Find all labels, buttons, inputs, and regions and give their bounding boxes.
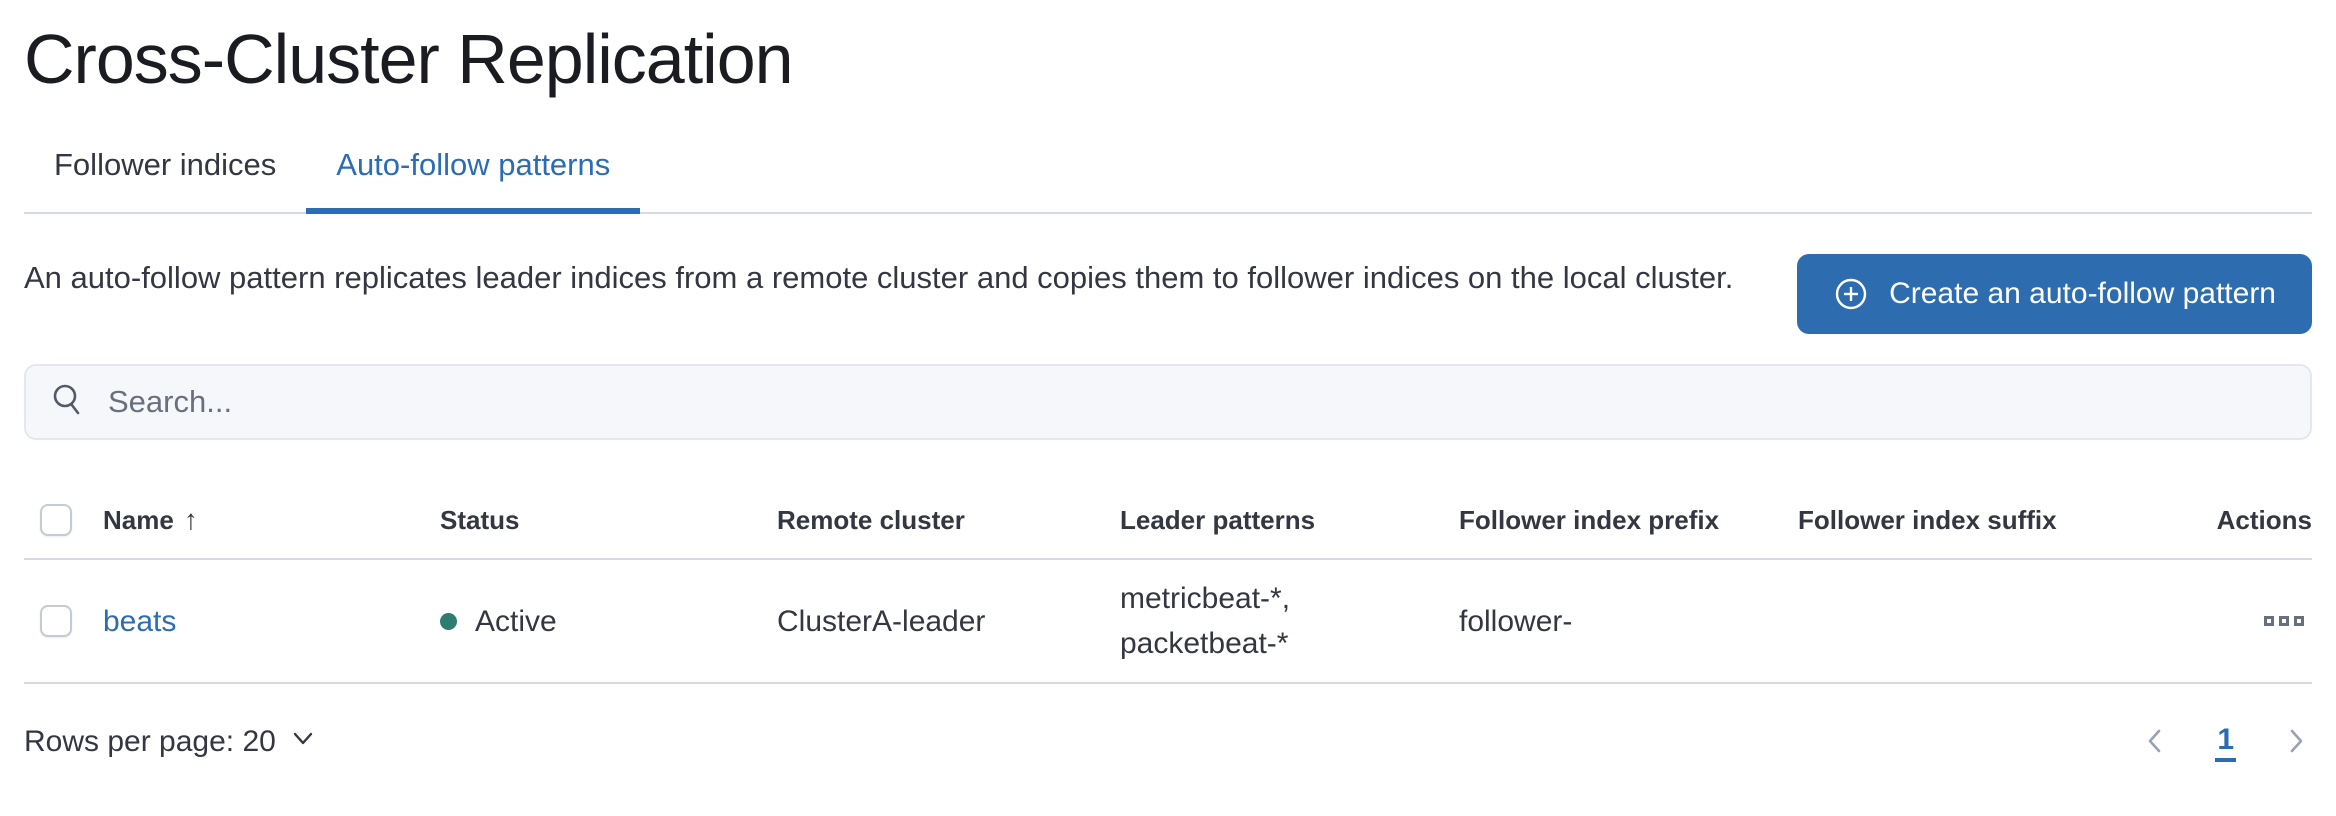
tab-auto-follow-patterns[interactable]: Auto-follow patterns bbox=[306, 146, 641, 214]
status-active-dot-icon bbox=[440, 612, 457, 630]
cell-actions bbox=[2256, 608, 2312, 634]
row-checkbox-cell bbox=[24, 605, 103, 637]
pattern-name-link[interactable]: beats bbox=[103, 604, 177, 638]
rows-per-page-selector[interactable]: Rows per page: 20 bbox=[24, 725, 316, 759]
auto-follow-description: An auto-follow pattern replicates leader… bbox=[24, 260, 1734, 295]
search-input[interactable] bbox=[108, 384, 2286, 420]
cross-cluster-replication-page: Cross-Cluster Replication Follower indic… bbox=[0, 16, 2336, 762]
column-header-status: Status bbox=[440, 504, 520, 535]
row-actions-button[interactable] bbox=[2256, 608, 2312, 634]
tab-follower-indices[interactable]: Follower indices bbox=[54, 147, 277, 182]
column-header-remote-cluster: Remote cluster bbox=[777, 504, 965, 535]
header-checkbox-cell bbox=[24, 504, 103, 536]
pagination: 1 bbox=[2139, 722, 2312, 762]
column-header-actions: Actions bbox=[2216, 504, 2312, 535]
create-auto-follow-pattern-button[interactable]: Create an auto-follow pattern bbox=[1797, 254, 2312, 334]
previous-page-button[interactable] bbox=[2139, 725, 2171, 760]
column-header-leader-patterns: Leader patterns bbox=[1120, 504, 1316, 535]
search-box bbox=[24, 364, 2312, 440]
rows-per-page-label: Rows per page: 20 bbox=[24, 725, 276, 758]
cell-leader-patterns: metricbeat-*, packetbeat-* bbox=[1120, 582, 1291, 660]
create-button-label: Create an auto-follow pattern bbox=[1889, 277, 2276, 310]
page-title: Cross-Cluster Replication bbox=[24, 20, 794, 98]
plus-in-circle-icon bbox=[1833, 276, 1869, 312]
chevron-left-icon bbox=[2139, 725, 2171, 760]
status-label: Active bbox=[475, 604, 557, 638]
cell-name: beats bbox=[103, 599, 440, 644]
boxes-horizontal-icon bbox=[2264, 616, 2274, 626]
column-header-name[interactable]: Name ↑ bbox=[103, 504, 198, 535]
table-row: beats Active ClusterA-leader metricbeat-… bbox=[24, 560, 2312, 684]
description-row: An auto-follow pattern replicates leader… bbox=[24, 254, 2312, 334]
chevron-down-icon bbox=[290, 725, 316, 759]
chevron-right-icon bbox=[2280, 725, 2312, 760]
table-footer: Rows per page: 20 1 bbox=[24, 722, 2312, 762]
table-header-row: Name ↑ Status Remote cluster Leader patt… bbox=[24, 440, 2312, 560]
cell-remote-cluster: ClusterA-leader bbox=[777, 604, 986, 638]
page-number-1[interactable]: 1 bbox=[2215, 722, 2236, 762]
next-page-button[interactable] bbox=[2280, 725, 2312, 760]
search-icon bbox=[50, 382, 86, 423]
cell-status: Active bbox=[440, 599, 777, 644]
select-all-checkbox[interactable] bbox=[40, 504, 72, 536]
tab-bar: Follower indices Auto-follow patterns bbox=[24, 146, 2312, 214]
row-checkbox[interactable] bbox=[40, 605, 72, 637]
arrow-up-icon: ↑ bbox=[183, 504, 198, 535]
column-header-follower-index-suffix: Follower index suffix bbox=[1798, 504, 2057, 535]
cell-follower-index-prefix: follower- bbox=[1459, 604, 1573, 638]
auto-follow-patterns-table: Name ↑ Status Remote cluster Leader patt… bbox=[24, 440, 2312, 684]
column-header-follower-index-prefix: Follower index prefix bbox=[1459, 504, 1720, 535]
